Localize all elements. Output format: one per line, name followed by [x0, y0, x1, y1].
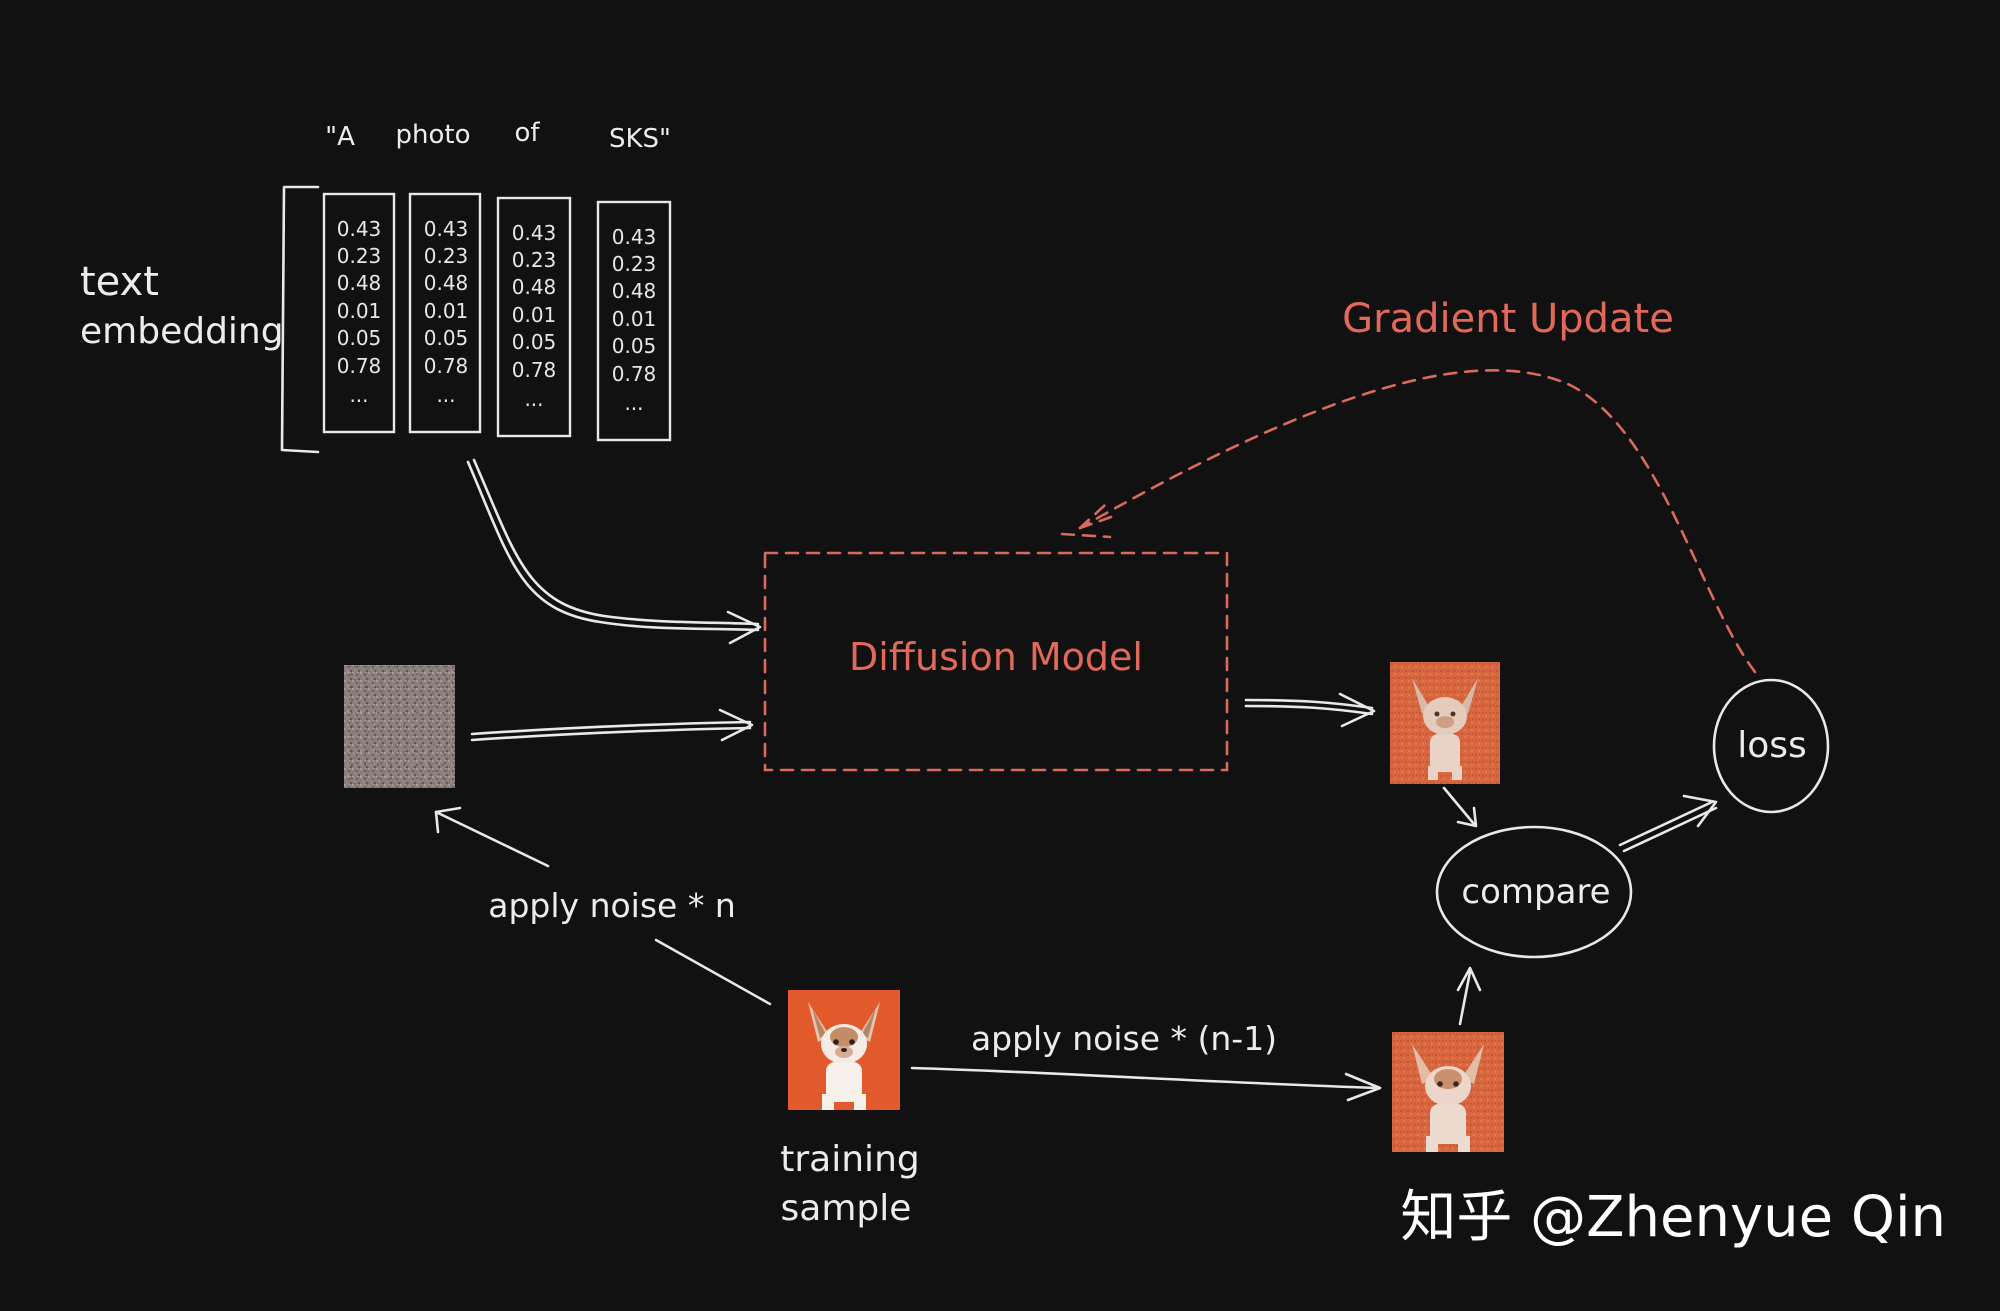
value: 0.23	[337, 244, 382, 268]
noise-n1-arrowhead	[1344, 1072, 1382, 1102]
compare-ellipse	[1435, 825, 1633, 959]
embedding-label-line2: embedding	[80, 311, 284, 352]
value: 0.01	[512, 303, 557, 327]
value: 0.78	[612, 362, 657, 386]
predicted-image	[1390, 662, 1500, 784]
loss-label: loss	[1737, 725, 1807, 766]
embedding-column-2: 0.43 0.23 0.48 0.01 0.05 0.78 ...	[408, 192, 482, 434]
dog-figure	[1412, 678, 1478, 780]
embedding-matrix: 0.43 0.23 0.48 0.01 0.05 0.78 ... 0.43 0…	[322, 192, 672, 442]
value: ...	[349, 383, 368, 407]
loss-node: loss	[1712, 678, 1830, 814]
value: 0.78	[337, 354, 382, 378]
prediction-to-compare-arrow	[1442, 786, 1478, 828]
value: 0.01	[612, 307, 657, 331]
token-1: "A	[325, 122, 355, 152]
training-sample-line2: sample	[781, 1188, 912, 1229]
value: 0.48	[512, 275, 557, 299]
value: 0.05	[337, 326, 382, 350]
target-to-compare-arrow	[1456, 966, 1482, 1026]
token-labels: "A photo of SKS"	[325, 118, 671, 154]
value: 0.43	[612, 225, 657, 249]
column-box	[496, 196, 572, 438]
noisy-image	[344, 665, 455, 788]
noise-to-model-arrow	[470, 708, 754, 742]
value: 0.48	[424, 271, 469, 295]
noise-arrow-lower	[654, 938, 772, 1006]
diffusion-model-box: Diffusion Model	[763, 551, 1229, 772]
value: 0.23	[424, 244, 469, 268]
training-sample-line1: training	[780, 1139, 919, 1180]
embedding-label-line1: text	[80, 259, 159, 305]
value: 0.43	[337, 217, 382, 241]
value: ...	[524, 387, 543, 411]
embedding-bracket	[280, 185, 320, 454]
token-4: SKS"	[609, 124, 671, 154]
embedding-column-3: 0.43 0.23 0.48 0.01 0.05 0.78 ...	[496, 196, 572, 438]
column-box	[322, 192, 396, 434]
value: ...	[436, 383, 455, 407]
diffusion-model-frame	[763, 551, 1229, 772]
embedding-column-1: 0.43 0.23 0.48 0.01 0.05 0.78 ...	[322, 192, 396, 434]
value: 0.48	[612, 279, 657, 303]
value: 0.43	[512, 221, 557, 245]
compare-node: compare	[1435, 825, 1633, 959]
column-box	[408, 192, 482, 434]
value: 0.05	[424, 326, 469, 350]
compare-to-loss-arrow	[1618, 794, 1718, 853]
apply-noise-n-group: apply noise * n	[434, 806, 772, 1006]
token-3: of	[514, 118, 540, 148]
dog-figure	[808, 1002, 880, 1110]
value: 0.48	[337, 271, 382, 295]
diffusion-model-label: Diffusion Model	[849, 635, 1143, 679]
value: 0.78	[512, 358, 557, 382]
value: 0.05	[512, 330, 557, 354]
value: 0.01	[337, 299, 382, 323]
noise-overlay	[344, 665, 455, 788]
gradient-update-label: Gradient Update	[1342, 296, 1674, 342]
gradient-update-arrow	[1060, 369, 1757, 674]
loss-circle	[1712, 678, 1830, 814]
value: 0.43	[424, 217, 469, 241]
value: ...	[624, 391, 643, 415]
apply-noise-n1-group: apply noise * (n-1)	[910, 1019, 1382, 1102]
training-sample-label: training sample	[780, 1139, 919, 1229]
noise-arrowhead	[434, 806, 462, 834]
watermark: 知乎 @Zhenyue Qin	[1400, 1185, 1946, 1250]
value: 0.01	[424, 299, 469, 323]
apply-noise-n-label: apply noise * n	[488, 886, 735, 925]
embedding-column-4: 0.43 0.23 0.48 0.01 0.05 0.78 ...	[596, 200, 672, 442]
token-2: photo	[396, 120, 471, 150]
value: 0.23	[612, 252, 657, 276]
embedding-to-model-arrow	[466, 458, 762, 645]
apply-noise-n1-label: apply noise * (n-1)	[971, 1019, 1277, 1058]
noisy-target-image	[1392, 1032, 1504, 1152]
value: 0.78	[424, 354, 469, 378]
training-sample-image	[788, 990, 900, 1110]
compare-label: compare	[1461, 872, 1610, 912]
text-embedding-label: text embedding	[80, 259, 284, 352]
noise-arrow-upper	[434, 810, 550, 868]
value: 0.23	[512, 248, 557, 272]
column-box	[596, 200, 672, 442]
dog-figure	[1412, 1044, 1484, 1152]
value: 0.05	[612, 334, 657, 358]
model-to-prediction-arrow	[1244, 692, 1376, 728]
noise-n1-arrow-line	[910, 1066, 1380, 1090]
